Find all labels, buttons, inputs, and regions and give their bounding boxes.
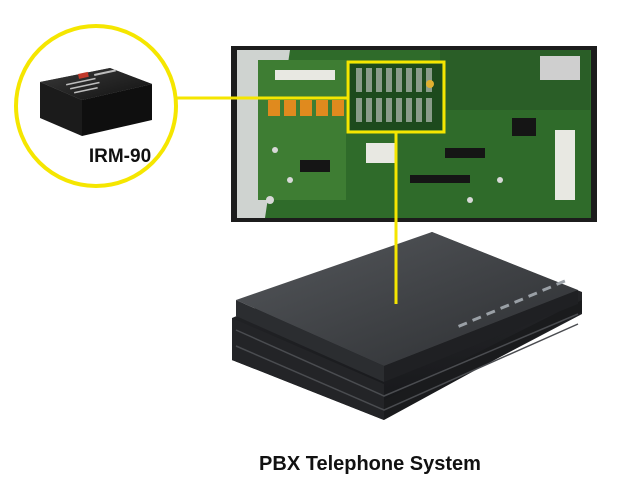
- pbx-device-photo: [232, 232, 582, 420]
- pcb-board-photo: [231, 46, 597, 222]
- system-label: PBX Telephone System: [259, 453, 481, 475]
- module-label: IRM-90: [88, 146, 152, 167]
- irm-module-photo: [40, 68, 152, 136]
